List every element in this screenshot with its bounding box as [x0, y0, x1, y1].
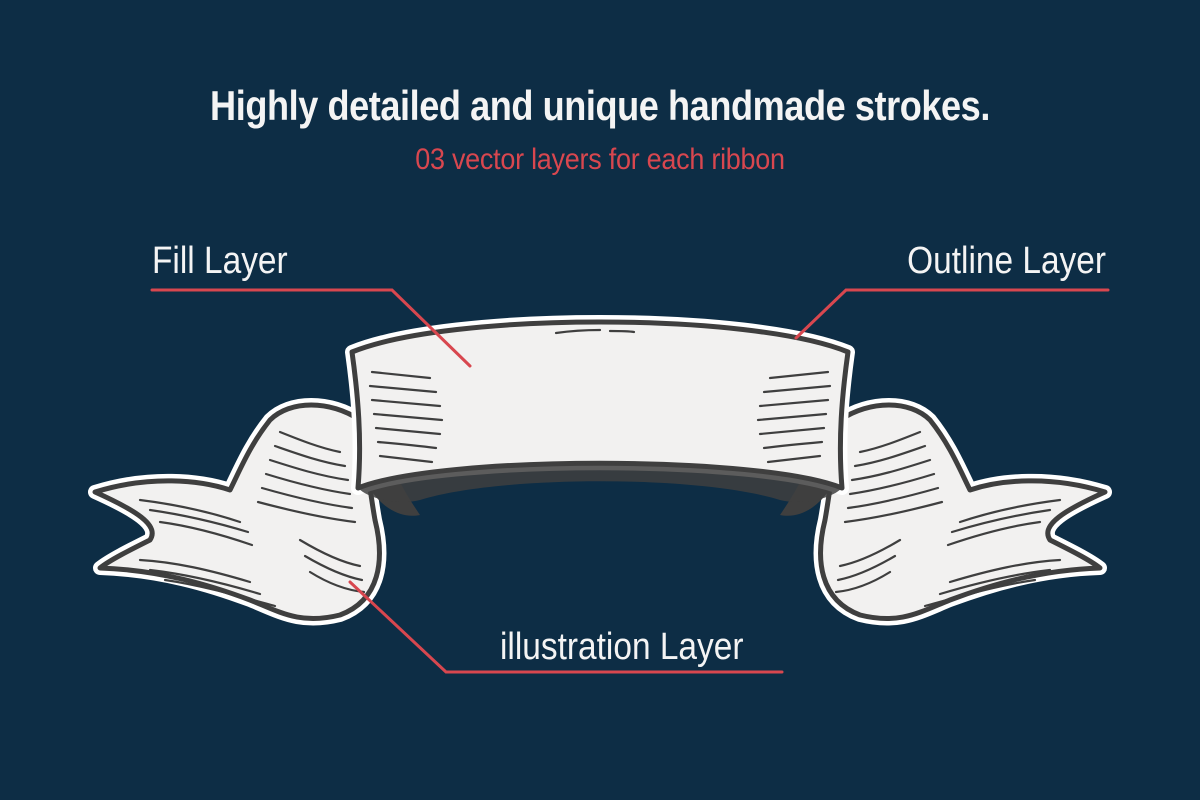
outline-layer-leader [794, 288, 1110, 340]
fill-layer-leader [150, 288, 472, 368]
outline-layer-label: Outline Layer [907, 240, 1106, 282]
illustration-layer-leader [348, 580, 784, 674]
illustration-layer-label: illustration Layer [500, 626, 744, 668]
callout-lines [150, 288, 1110, 674]
left-ribbon-tail [88, 398, 387, 626]
ribbon-main-banner [345, 315, 855, 502]
fill-layer-label: Fill Layer [152, 240, 288, 282]
subheadline: 03 vector layers for each ribbon [415, 143, 785, 176]
headline: Highly detailed and unique handmade stro… [210, 82, 990, 129]
right-ribbon-tail [813, 398, 1112, 626]
